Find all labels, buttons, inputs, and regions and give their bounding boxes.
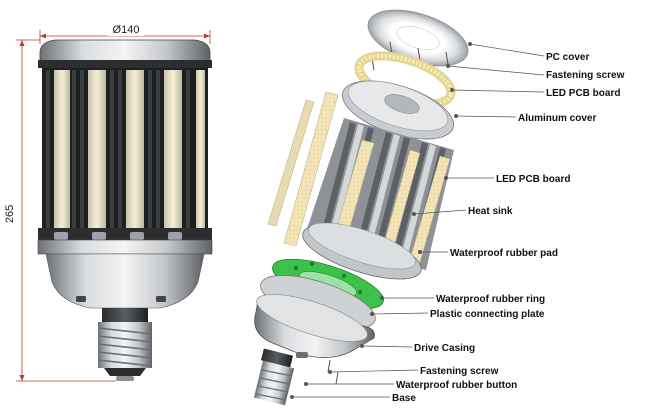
pc-cover: [367, 9, 469, 67]
width-label: Ø140: [113, 24, 140, 36]
label-led-pcb-board: LED PCB board: [496, 174, 570, 185]
label-drive-casing: Drive Casing: [414, 343, 475, 354]
bottom-screws: [327, 359, 339, 385]
aluminum-cover: [341, 80, 455, 140]
screw-base: [253, 348, 295, 406]
leader-lines: [290, 42, 545, 399]
label-waterproof-rubber-pad: Waterproof rubber pad: [450, 248, 558, 259]
drive-casing: [254, 294, 375, 358]
label-waterproof-rubber-button: Waterproof rubber button: [396, 380, 517, 391]
led-pcb-strips: [267, 91, 451, 277]
label-pc-cover: PC cover: [546, 52, 589, 63]
label-heat-sink: Heat sink: [468, 206, 513, 217]
label-aluminum-cover: Aluminum cover: [518, 113, 596, 124]
label-waterproof-rubber-ring: Waterproof rubber ring: [436, 294, 545, 305]
label-led-pcb-board-top: LED PCB board: [546, 88, 620, 99]
label-plastic-connecting-plate: Plastic connecting plate: [430, 309, 545, 320]
label-fastening-screw-bottom: Fastening screw: [420, 366, 499, 377]
width-dimension: Ø140: [39, 24, 211, 44]
label-base: Base: [392, 393, 416, 404]
label-fastening-screw-top: Fastening screw: [546, 70, 625, 81]
led-strips: [54, 70, 205, 228]
callout-labels: PC cover Fastening screw LED PCB board A…: [392, 52, 625, 404]
waterproof-rubber-pad: [302, 222, 422, 280]
height-label: 265: [4, 205, 16, 223]
exploded-view: [253, 9, 469, 406]
waterproof-rubber-button: [296, 352, 308, 358]
height-dimension: 265: [4, 39, 116, 382]
bulb-side-view: [37, 39, 213, 381]
